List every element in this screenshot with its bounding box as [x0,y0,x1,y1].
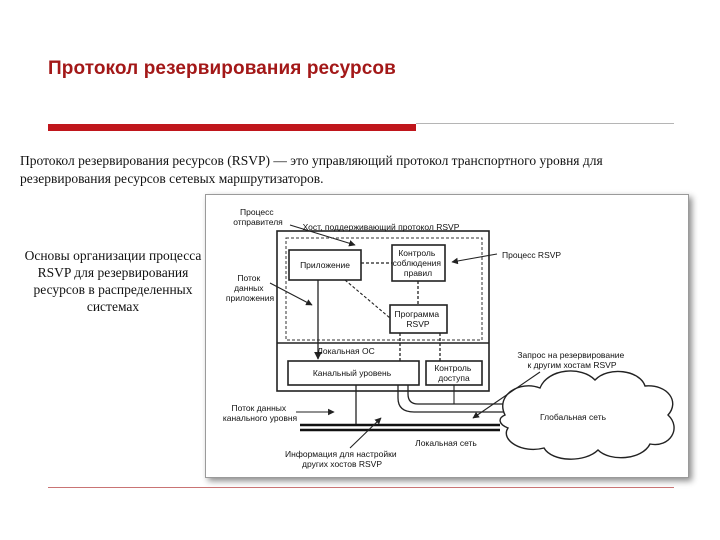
app-flow-arrow [269,282,313,306]
app-flow-label: Поток данных приложения [226,273,275,303]
link-flow-outer [397,385,520,413]
sender-process-label: Процесс отправителя [233,207,283,227]
footer-line [48,487,674,488]
user-space-region [285,237,483,341]
host-box [276,230,490,392]
request-arrow [472,371,541,419]
link-layer-label: Канальный уровень [313,368,392,378]
title-accent-line [416,123,674,124]
local-network-label: Локальная сеть [415,438,477,448]
access-control-label: Контроль доступа [434,363,473,383]
local-os-label: Локальная ОС [317,346,374,356]
link-layer-box [287,360,420,386]
side-note: Основы организации процесса RSVP для рез… [24,248,202,314]
policy-control-label: Контроль соблюдения правил [393,248,444,278]
application-label: Приложение [300,260,350,270]
setup-info-arrow [349,417,382,449]
title-accent-bar [48,124,416,131]
setup-info-label: Информация для настройки других хостов R… [285,449,399,469]
host-label: Хост, поддерживающий протокол RSVP [303,222,460,232]
rsvp-process-label: Процесс RSVP [502,250,561,260]
reservation-request-label: Запрос на резервирование к другим хостам… [517,350,626,370]
global-network-cloud [499,370,675,460]
application-box [288,249,362,281]
global-network-label: Глобальная сеть [540,412,607,422]
rsvp-program-label: Программа RSVP [395,309,442,329]
sender-process-arrow [289,224,356,247]
link-flow-label: Поток данных канального уровня [223,403,298,423]
link-flow-inner [407,385,520,405]
intro-paragraph: Протокол резервирования ресурсов (RSVP) … [20,153,603,186]
app-program-link [344,279,391,319]
rsvp-program-box [389,304,448,334]
slide-title: Протокол резервирования ресурсов [48,58,396,79]
rsvp-process-arrow [451,253,498,265]
